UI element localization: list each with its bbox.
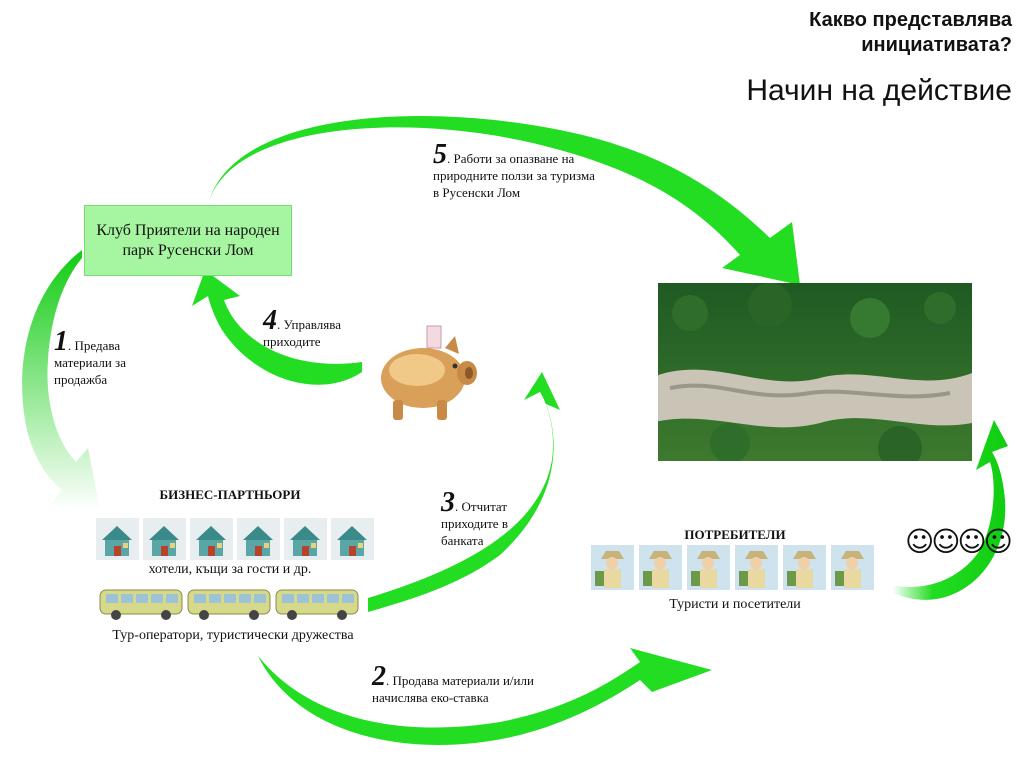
arrow-right-loop bbox=[892, 420, 1008, 600]
step-1-text: . Предава материали за продажба bbox=[54, 338, 126, 387]
bus-icon bbox=[275, 589, 359, 620]
step-4-text: . Управлява приходите bbox=[263, 317, 341, 349]
partners-heading: БИЗНЕС-ПАРТНЬОРИ bbox=[159, 487, 301, 502]
tourist-icon bbox=[687, 545, 730, 590]
step-2-text: . Продава материали и/или начислява еко-… bbox=[372, 673, 534, 705]
house-icon bbox=[96, 518, 139, 560]
buses-icon-row bbox=[98, 586, 360, 622]
title-line-2: инициативата? bbox=[861, 34, 1012, 56]
consumers-heading: ПОТРЕБИТЕЛИ bbox=[684, 527, 786, 542]
hotels-caption: хотели, къщи за гости и др. bbox=[148, 562, 312, 577]
step-1-number: 1 bbox=[54, 326, 68, 357]
bus-icon bbox=[99, 589, 183, 620]
arrow-step-5 bbox=[208, 115, 800, 286]
bus-icon bbox=[187, 589, 271, 620]
step-1: 1. Предава материали за продажба bbox=[54, 328, 164, 388]
step-5-number: 5 bbox=[433, 139, 447, 170]
piggy-bank-icon bbox=[381, 325, 477, 420]
tourists-icon-row bbox=[591, 545, 874, 590]
tourist-icon bbox=[831, 545, 874, 590]
house-icon bbox=[190, 518, 233, 560]
arrow-step-4 bbox=[192, 270, 362, 385]
tourist-icon bbox=[735, 545, 778, 590]
slide-title: Какво представлява инициативата? bbox=[672, 8, 1012, 58]
step-3-text: . Отчитат приходите в банката bbox=[441, 499, 508, 548]
hotels-icon-row bbox=[96, 518, 374, 560]
house-icon bbox=[331, 518, 374, 560]
tourist-icon bbox=[591, 545, 634, 590]
smiley-faces: ☺☺☺☺ bbox=[905, 525, 1013, 558]
arrow-step-3 bbox=[368, 372, 560, 612]
house-icon bbox=[143, 518, 186, 560]
step-4: 4. Управлява приходите bbox=[263, 307, 373, 350]
step-2-number: 2 bbox=[372, 661, 386, 692]
club-box: Клуб Приятели на народен парк Русенски Л… bbox=[84, 205, 292, 276]
step-5-text: . Работи за опазване на природните ползи… bbox=[433, 151, 595, 200]
operators-caption: Тур-оператори, туристически дружества bbox=[112, 628, 354, 643]
arrow-step-1 bbox=[22, 250, 100, 510]
tourist-icon bbox=[783, 545, 826, 590]
title-line-1: Какво представлява bbox=[809, 9, 1012, 31]
step-3: 3. Отчитат приходите в банката bbox=[441, 489, 541, 549]
tourist-icon bbox=[639, 545, 682, 590]
step-3-number: 3 bbox=[441, 487, 455, 518]
house-icon bbox=[237, 518, 280, 560]
arrow-step-2 bbox=[258, 648, 712, 746]
step-4-number: 4 bbox=[263, 305, 277, 336]
nature-landscape-photo bbox=[650, 283, 972, 461]
consumers-caption: Туристи и посетители bbox=[669, 597, 801, 612]
slide-subtitle: Начин на действие bbox=[746, 74, 1012, 107]
house-icon bbox=[284, 518, 327, 560]
club-label: Клуб Приятели на народен парк Русенски Л… bbox=[96, 221, 280, 259]
step-2: 2. Продава материали и/или начислява еко… bbox=[372, 663, 572, 706]
step-5: 5. Работи за опазване на природните полз… bbox=[433, 141, 603, 201]
